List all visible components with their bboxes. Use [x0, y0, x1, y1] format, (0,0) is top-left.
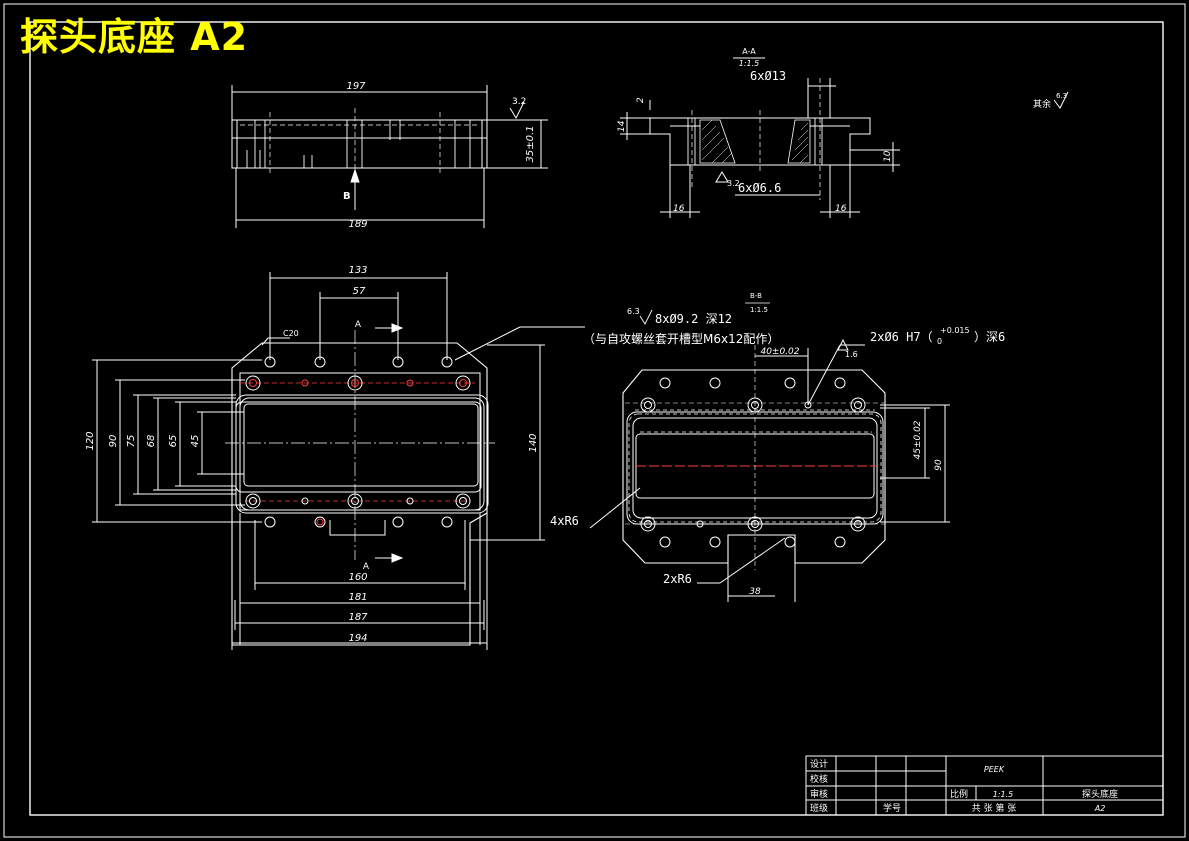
dim-14: 14: [617, 120, 627, 132]
view-label-a-bottom: A: [363, 562, 370, 572]
rest-roughness-icon: [1053, 91, 1069, 109]
roughness-16: 1.6: [845, 350, 858, 359]
holes-top-label: 6xØ13: [750, 69, 786, 83]
thread-note-detail: （与自攻螺丝套开槽型M6x12配作）: [583, 332, 779, 346]
dim-16-left: 16: [673, 204, 685, 214]
tb-design: 设计: [810, 758, 828, 770]
pin-tol-upper: +0.015: [940, 326, 970, 335]
section-view: [620, 57, 900, 218]
top-view: [231, 85, 548, 228]
dim-133: 133: [348, 265, 367, 276]
bottom-view: [622, 338, 950, 602]
holes-bottom-label: 6xØ6.6: [738, 181, 781, 195]
dim-40: 40±0.02: [760, 347, 799, 357]
dim-57: 57: [353, 286, 366, 297]
tb-sheet-size: A2: [1094, 804, 1106, 813]
dim-65: 65: [168, 435, 179, 448]
view-label-a-top: A: [355, 320, 362, 330]
thread-note: 8xØ9.2 深12: [655, 312, 732, 326]
dim-68: 68: [146, 435, 157, 448]
view-label-b: B: [343, 191, 351, 202]
drawing-title: 探头底座 A2: [20, 15, 249, 59]
radius-4-note: 4xR6: [550, 514, 579, 528]
dim-2: 2: [636, 97, 646, 103]
dim-10: 10: [883, 150, 893, 162]
dim-45: 45: [190, 435, 201, 448]
front-view: [92, 272, 641, 650]
dim-45-tol: 45±0.02: [913, 420, 923, 459]
pin-note: 2xØ6 H7（: [870, 330, 933, 344]
tb-check: 校核: [810, 773, 828, 785]
tb-sheets: 共 张 第 张: [972, 802, 1017, 814]
tb-part-name: 探头底座: [1082, 788, 1118, 800]
chamfer-label: C20: [283, 329, 299, 338]
dim-35: 35±0.1: [525, 125, 536, 162]
roughness-32-top: 3.2: [512, 97, 526, 107]
tb-scale-label: 比例: [950, 788, 968, 800]
tb-review: 审核: [810, 788, 828, 800]
dim-16-right: 16: [835, 204, 847, 214]
dim-90: 90: [108, 435, 119, 448]
section-scale: 1:1.5: [739, 59, 760, 68]
dim-181: 181: [348, 592, 367, 603]
dim-90-bottom: 90: [934, 459, 944, 471]
dim-120: 120: [85, 431, 96, 450]
dim-197: 197: [346, 81, 366, 92]
tb-scale-value: 1:1.5: [993, 790, 1014, 799]
tb-material: PEEK: [984, 765, 1005, 774]
thread-roughness-icon: [639, 309, 653, 325]
roughness-32-section: 3.2: [727, 179, 740, 188]
dim-140: 140: [528, 433, 539, 452]
dim-160: 160: [348, 572, 367, 583]
dim-187: 187: [348, 612, 368, 623]
dim-189: 189: [348, 219, 367, 230]
radius-2-note: 2xR6: [663, 572, 692, 586]
dim-75: 75: [126, 435, 137, 448]
dim-194: 194: [348, 633, 367, 644]
title-block: [805, 755, 1164, 816]
section-label: A-A: [742, 47, 756, 56]
bb-scale: 1:1.5: [750, 306, 768, 314]
thread-roughness: 6.3: [627, 307, 640, 316]
bottom-view-holes: [640, 377, 866, 548]
rest-roughness-label: 其余: [1033, 98, 1051, 110]
inner-border: [29, 21, 1164, 816]
dim-38: 38: [749, 587, 761, 597]
pin-tol-lower: 0: [937, 337, 942, 346]
tb-class: 班级: [810, 802, 828, 814]
pin-note-end: ）深6: [974, 330, 1005, 344]
rest-roughness-value: 6.3: [1056, 92, 1067, 100]
outer-border: [3, 3, 1186, 838]
tb-student-no: 学号: [883, 802, 901, 814]
bb-label: B-B: [750, 292, 762, 300]
front-view-holes: [245, 356, 471, 528]
